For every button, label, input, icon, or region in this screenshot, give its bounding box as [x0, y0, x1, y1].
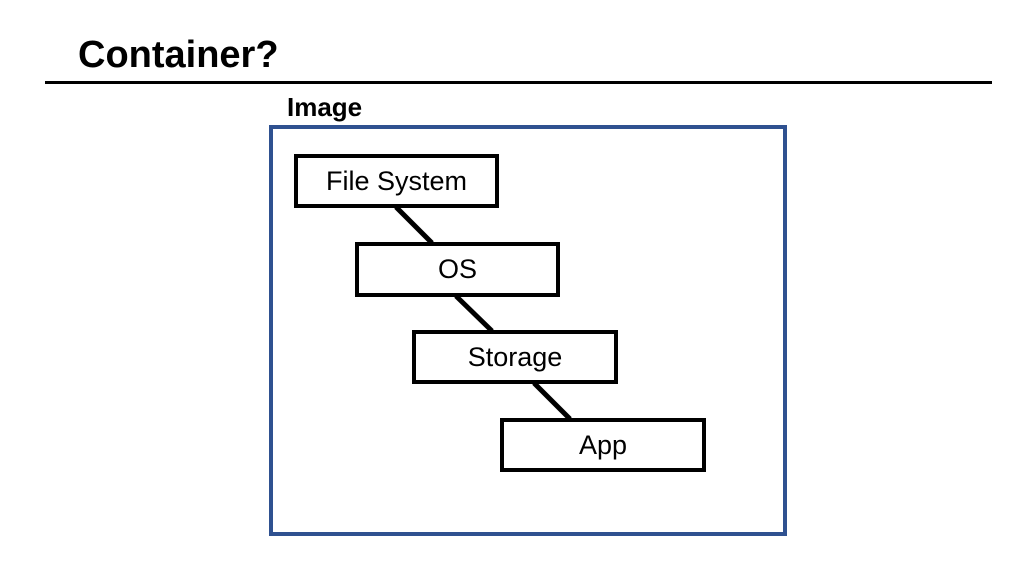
layer-label: Storage [467, 341, 563, 372]
layer-app: App [500, 418, 706, 472]
layer-storage: Storage [412, 330, 618, 384]
layer-label: File System [325, 165, 468, 196]
layer-label: OS [437, 254, 477, 284]
slide-title: Container? [78, 34, 279, 76]
image-label: Image [287, 92, 363, 122]
layer-file-system: File System [294, 154, 499, 208]
title-divider [45, 81, 992, 84]
layer-os: OS [355, 242, 560, 297]
layer-label: App [578, 429, 628, 460]
